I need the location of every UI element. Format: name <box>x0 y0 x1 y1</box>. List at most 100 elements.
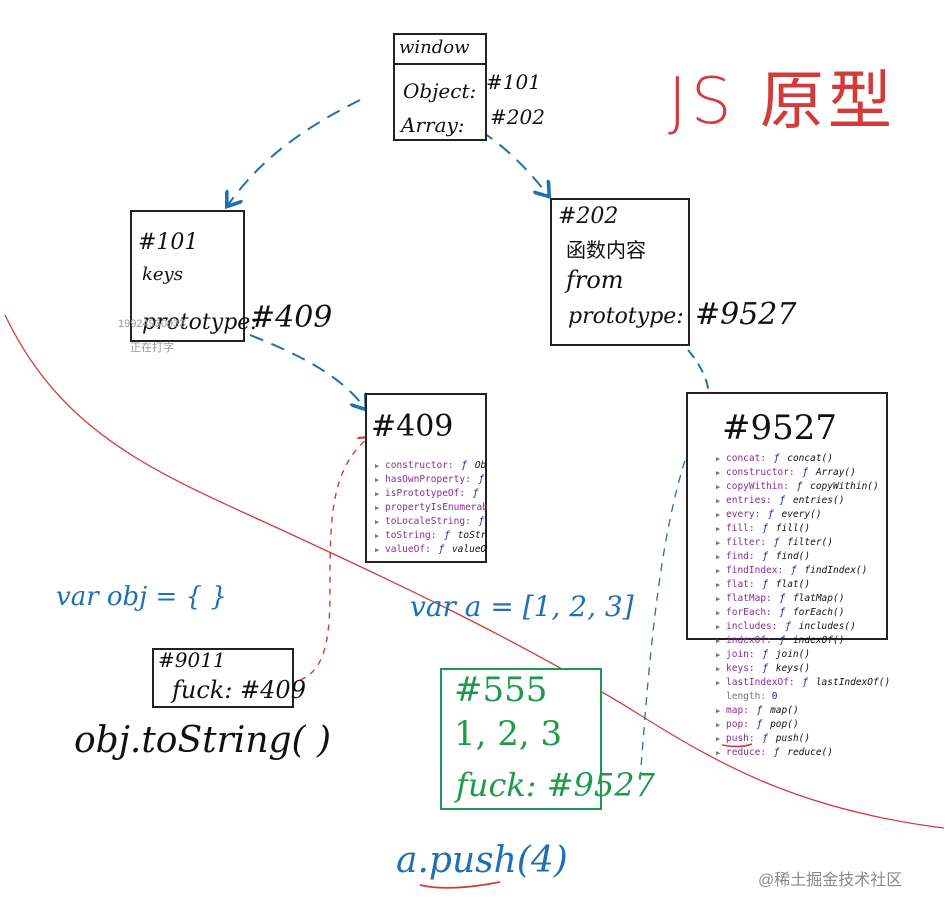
property-key: concat: <box>726 453 767 464</box>
property-key: reduce: <box>726 747 767 758</box>
function-symbol: ƒ <box>472 474 485 485</box>
function-symbol: ƒ <box>768 537 786 548</box>
property-value: indexOf() <box>792 635 845 646</box>
box-9527-property-row: ▶indexOf: ƒ indexOf() <box>716 634 916 648</box>
expand-triangle-icon: ▶ <box>716 679 721 687</box>
property-value: includes() <box>798 621 856 632</box>
property-value: filter() <box>787 537 833 548</box>
expand-triangle-icon: ▶ <box>716 581 721 589</box>
property-key: copyWithin: <box>726 481 789 492</box>
prototype-box-9527: #9527 <box>686 392 888 640</box>
property-key: valueOf: <box>385 544 431 555</box>
watermark-small-1: 19924930933 <box>118 318 186 330</box>
box-9527-property-row: ▶find: ƒ find() <box>716 550 916 564</box>
function-symbol: ƒ <box>779 621 797 632</box>
property-value: flatMap() <box>792 593 845 604</box>
box-202-content: 函数内容 <box>566 238 646 262</box>
property-value: push() <box>775 733 811 744</box>
property-key: keys: <box>726 663 755 674</box>
box-9527-property-row: ▶lastIndexOf: ƒ lastIndexOf() <box>716 676 916 690</box>
var-obj-line: var obj = { } <box>56 582 227 612</box>
property-key: lastIndexOf: <box>726 677 795 688</box>
box-9527-property-row: ▶push: ƒ push() <box>716 732 916 746</box>
box-409-properties: ▶constructor: ƒ Obj▶hasOwnProperty: ƒ ▶i… <box>375 459 487 557</box>
property-key: map: <box>726 705 749 716</box>
box-409-property-row: ▶toString: ƒ toStri <box>375 529 487 543</box>
box-9527-property-row: ▶copyWithin: ƒ copyWithin() <box>716 480 916 494</box>
expand-triangle-icon: ▶ <box>716 539 721 547</box>
expand-triangle-icon: ▶ <box>716 525 721 533</box>
push-underline <box>721 743 753 748</box>
window-header: window <box>399 37 470 58</box>
property-value: toStri <box>457 530 487 541</box>
property-key: entries: <box>726 495 772 506</box>
box-409-property-row: ▶toLocaleString: ƒ <box>375 515 487 529</box>
expand-triangle-icon: ▶ <box>375 504 380 512</box>
function-symbol: ƒ <box>768 747 786 758</box>
property-value: every() <box>781 509 822 520</box>
function-symbol: ƒ <box>438 530 456 541</box>
expand-triangle-icon: ▶ <box>716 749 721 757</box>
box-9527-property-row: ▶ forEach: ƒ forEach() <box>716 606 916 620</box>
box-9527-property-row: ▶flatMap: ƒ flatMap() <box>716 592 916 606</box>
box-9527-property-row: ▶map: ƒ map() <box>716 704 916 718</box>
box-409-property-row: ▶propertyIsEnumerab: ƒ <box>375 501 487 515</box>
object-box-101: #101 keys prototype: <box>130 210 258 342</box>
property-value: lastIndexOf() <box>815 677 891 688</box>
window-box: window Object: Array: <box>393 33 487 141</box>
property-value: 0 <box>766 691 778 702</box>
property-key: pop: <box>726 719 749 730</box>
watermark: @稀土掘金技术社区 <box>758 872 903 889</box>
box-409-property-row: ▶hasOwnProperty: ƒ <box>375 473 487 487</box>
function-symbol: ƒ <box>750 719 769 730</box>
property-key: findIndex: <box>726 565 784 576</box>
box-9527-property-row: ▶concat: ƒ concat() <box>716 452 916 466</box>
expand-triangle-icon: ▶ <box>716 511 721 519</box>
property-key: every: <box>726 509 761 520</box>
a-push-call: a.push(4) <box>396 840 568 881</box>
property-key: propertyIsEnumerab: <box>385 502 487 513</box>
property-value: keys() <box>775 663 811 674</box>
box-9527-property-row: ▶constructor: ƒ Array() <box>716 466 916 480</box>
property-key: forEach: <box>726 607 772 618</box>
property-value: flat() <box>775 579 811 590</box>
box-9527-properties: ▶concat: ƒ concat()▶constructor: ƒ Array… <box>716 452 916 760</box>
expand-triangle-icon: ▶ <box>716 707 721 715</box>
property-value: forEach() <box>792 607 845 618</box>
box-9527-property-row: ▶filter: ƒ filter() <box>716 536 916 550</box>
property-key: indexOf: <box>726 635 772 646</box>
box-101-prototype: prototype: <box>142 310 258 335</box>
box-9527-property-row: ▶pop: ƒ pop() <box>716 718 916 732</box>
box-409-property-row: ▶valueOf: ƒ valueOf <box>375 543 487 557</box>
property-value: find() <box>775 551 811 562</box>
function-symbol: ƒ <box>773 495 791 506</box>
property-key: hasOwnProperty: <box>385 474 471 485</box>
property-key: toString: <box>385 530 437 541</box>
property-value: i <box>486 488 487 499</box>
box-9527-property-row: length: 0 <box>716 690 916 704</box>
function-symbol: ƒ <box>773 607 791 618</box>
function-symbol: ƒ <box>762 509 780 520</box>
box-9527-property-row: ▶fill: ƒ fill() <box>716 522 916 536</box>
box-101-keys: keys <box>142 264 183 285</box>
expand-triangle-icon: ▶ <box>375 518 380 526</box>
property-value: Obj <box>474 460 487 471</box>
expand-triangle-icon: ▶ <box>716 609 721 617</box>
function-symbol: ƒ <box>756 733 774 744</box>
property-value: Array() <box>815 467 856 478</box>
property-key: join: <box>726 649 755 660</box>
expand-triangle-icon: ▶ <box>375 462 380 470</box>
expand-triangle-icon: ▶ <box>716 497 721 505</box>
expand-triangle-icon: ▶ <box>716 567 721 575</box>
box-202-from: from <box>566 266 624 294</box>
box-9527-property-row: ▶reduce: ƒ reduce() <box>716 746 916 760</box>
function-symbol: ƒ <box>773 635 791 646</box>
var-a-line: var a = [1, 2, 3] <box>410 590 634 623</box>
property-key: constructor: <box>726 467 795 478</box>
box-9527-property-row: ▶join: ƒ join() <box>716 648 916 662</box>
watermark-small-2: 正在打字 <box>130 342 174 354</box>
function-symbol: ƒ <box>756 663 774 674</box>
obj-tostring-call: obj.toString( ) <box>74 720 332 761</box>
arrow-window-to-101 <box>228 99 361 205</box>
property-value: concat() <box>787 453 833 464</box>
